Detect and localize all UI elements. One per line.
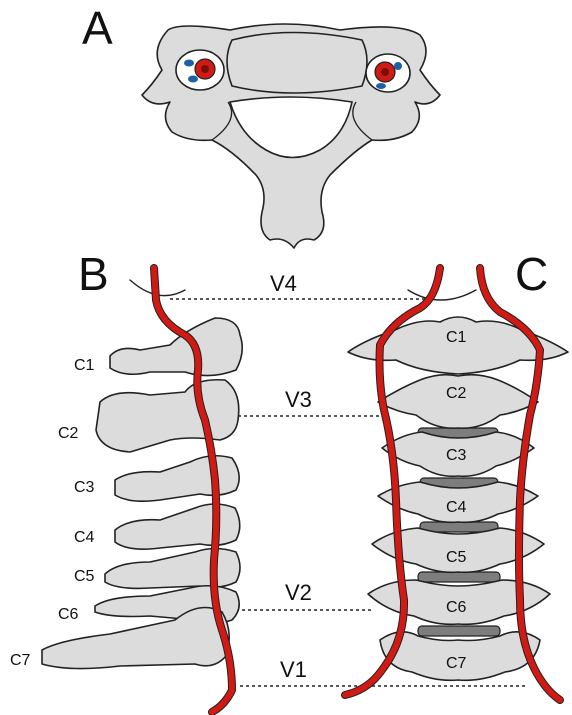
axial-vertebra-centrum xyxy=(227,33,367,94)
panel-a-axial-vertebra: A xyxy=(82,2,440,248)
panel-b-lateral-view: B C1 C2 C3 C4 C5 C6 C7 xyxy=(10,248,242,712)
segment-label-v2: V2 xyxy=(285,580,312,605)
anterior-label-c7: C7 xyxy=(446,655,467,672)
anterior-label-c3: C3 xyxy=(446,447,467,464)
lateral-c2 xyxy=(96,380,239,452)
lateral-label-c6: C6 xyxy=(58,606,79,623)
anterior-label-c4: C4 xyxy=(446,499,467,516)
lateral-c5 xyxy=(105,549,240,589)
right-vertebral-vein-lower xyxy=(376,83,386,89)
anterior-label-c6: C6 xyxy=(446,599,467,616)
left-vertebral-vein-lower xyxy=(188,76,198,83)
lateral-label-c7: C7 xyxy=(10,652,31,669)
lateral-label-c1: C1 xyxy=(74,357,95,374)
left-artery-lumen xyxy=(201,65,209,73)
lateral-label-c3: C3 xyxy=(74,479,95,496)
anterior-disc-c6-c7 xyxy=(418,626,500,636)
lateral-c4 xyxy=(115,504,240,549)
anterior-label-c2: C2 xyxy=(446,385,467,402)
panel-c-label: C xyxy=(515,248,548,300)
anterior-label-c5: C5 xyxy=(446,549,467,566)
right-artery-lumen xyxy=(381,68,389,76)
segment-label-v4: V4 xyxy=(270,271,297,296)
left-vertebral-vein-upper xyxy=(184,60,194,67)
panel-c-anterior-view: C C1 C2 C3 C4 C5 C6 C7 xyxy=(345,248,568,700)
segment-label-v3: V3 xyxy=(285,387,312,412)
lateral-label-c4: C4 xyxy=(74,529,95,546)
lateral-c3 xyxy=(115,456,239,501)
right-vertebral-vein-upper xyxy=(394,62,402,70)
anterior-label-c1: C1 xyxy=(446,329,467,346)
segment-label-v1: V1 xyxy=(280,657,307,682)
panel-b-label: B xyxy=(78,248,109,300)
lateral-label-c5: C5 xyxy=(74,568,95,585)
lateral-label-c2: C2 xyxy=(58,425,79,442)
anterior-disc-c5-c6 xyxy=(418,572,500,582)
panel-a-label: A xyxy=(82,2,113,54)
